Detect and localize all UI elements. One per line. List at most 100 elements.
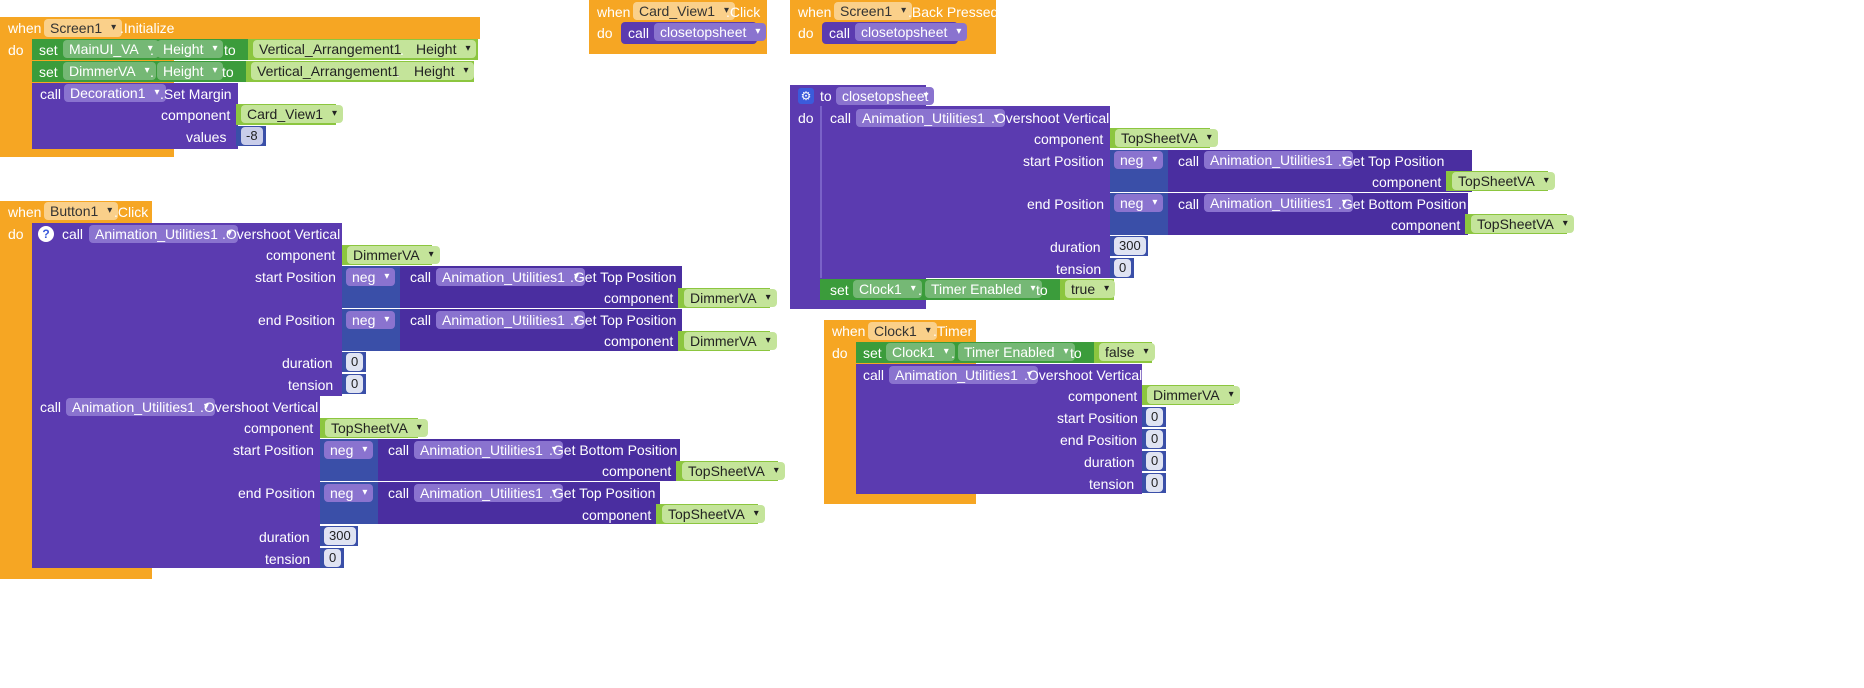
component-dropdown[interactable]: Animation_Utilities1 — [856, 109, 1005, 127]
number-value[interactable]: 300 — [324, 527, 356, 545]
component-dropdown[interactable]: Animation_Utilities1 — [1204, 194, 1353, 212]
property-dropdown[interactable]: Height — [157, 40, 224, 58]
set-keyword: set — [863, 345, 882, 361]
to-keyword: to — [224, 42, 236, 58]
set-keyword: set — [830, 282, 849, 298]
dot-sep: . — [150, 64, 154, 80]
component-dropdown[interactable]: TopSheetVA — [325, 419, 428, 437]
event-name: .Initialize — [120, 20, 175, 36]
property-dropdown[interactable]: Timer Enabled — [925, 280, 1042, 298]
component-dropdown[interactable]: Animation_Utilities1 — [436, 268, 585, 286]
component-dropdown[interactable]: TopSheetVA — [1471, 215, 1574, 233]
operator-dropdown[interactable]: neg — [346, 311, 396, 329]
do-keyword: do — [8, 42, 24, 58]
call-keyword: call — [40, 399, 62, 415]
param-label: component — [244, 420, 314, 436]
component-dropdown[interactable]: TopSheetVA — [1452, 172, 1555, 190]
when-keyword: when — [8, 20, 42, 36]
call-keyword: call — [829, 25, 851, 41]
boolean-dropdown[interactable]: false — [1099, 343, 1155, 361]
method-name: .Get Bottom Position — [549, 442, 678, 458]
param-label: component — [602, 463, 672, 479]
component-dropdown[interactable]: Button1 — [44, 202, 119, 220]
number-value[interactable]: 0 — [1146, 474, 1164, 492]
operator-dropdown[interactable]: neg — [1114, 194, 1164, 212]
call-keyword: call — [628, 25, 650, 41]
number-value[interactable]: 0 — [346, 375, 364, 393]
component-dropdown[interactable]: Screen1 — [834, 2, 913, 20]
number-value[interactable]: 0 — [1146, 430, 1164, 448]
component-dropdown[interactable]: DimmerVA — [684, 289, 777, 307]
number-value[interactable]: -8 — [241, 127, 263, 145]
component-dropdown[interactable]: Card_View1 — [633, 2, 736, 20]
component-dropdown[interactable]: Animation_Utilities1 — [436, 311, 585, 329]
help-icon[interactable]: ? — [38, 226, 54, 242]
call-overshoot-vertical-block[interactable] — [32, 223, 342, 396]
boolean-dropdown[interactable]: true — [1065, 280, 1116, 298]
component-dropdown[interactable]: DimmerVA — [347, 246, 440, 264]
number-value[interactable]: 0 — [1114, 259, 1132, 277]
when-keyword: when — [832, 323, 866, 339]
component-dropdown[interactable]: Screen1 — [44, 19, 123, 37]
component-dropdown[interactable]: TopSheetVA — [682, 462, 785, 480]
component-dropdown[interactable]: Animation_Utilities1 — [1204, 151, 1353, 169]
param-label: component — [604, 290, 674, 306]
component-dropdown[interactable]: Animation_Utilities1 — [414, 441, 563, 459]
call-keyword: call — [410, 269, 432, 285]
property-dropdown[interactable]: Height — [410, 40, 477, 58]
number-value[interactable]: 0 — [1146, 452, 1164, 470]
property-dropdown[interactable]: Height — [157, 62, 224, 80]
component-dropdown[interactable]: Animation_Utilities1 — [889, 366, 1038, 384]
component-dropdown[interactable]: DimmerVA — [684, 332, 777, 350]
component-dropdown[interactable]: Clock1 — [853, 280, 922, 298]
to-keyword: to — [820, 88, 832, 104]
number-value[interactable]: 0 — [324, 549, 342, 567]
method-name: .Overshoot Vertical — [1024, 367, 1143, 383]
component-dropdown[interactable]: TopSheetVA — [1115, 129, 1218, 147]
number-value[interactable]: 0 — [346, 353, 364, 371]
component-dropdown[interactable]: DimmerVA — [63, 62, 156, 80]
component-dropdown[interactable]: DimmerVA — [1147, 386, 1240, 404]
operator-dropdown[interactable]: neg — [324, 441, 374, 459]
param-label: component — [161, 107, 231, 123]
param-label: component — [1034, 131, 1104, 147]
component-dropdown[interactable]: Card_View1 — [241, 105, 344, 123]
component-dropdown[interactable]: Clock1 — [868, 322, 937, 340]
call-overshoot-vertical-block[interactable] — [32, 396, 320, 568]
component-dropdown[interactable]: Vertical_Arrangement1 — [251, 62, 420, 80]
component-dropdown[interactable]: Animation_Utilities1 — [414, 484, 563, 502]
when-keyword: when — [597, 4, 631, 20]
number-value[interactable]: 0 — [1146, 408, 1164, 426]
dot-sep: . — [396, 64, 400, 80]
dot-sep: . — [951, 345, 955, 361]
param-label: start Position — [255, 269, 336, 285]
component-dropdown[interactable]: Animation_Utilities1 — [66, 398, 215, 416]
call-keyword: call — [830, 110, 852, 126]
component-dropdown[interactable]: Vertical_Arrangement1 — [253, 40, 422, 58]
property-dropdown[interactable]: Timer Enabled — [958, 343, 1075, 361]
procedure-dropdown[interactable]: closetopsheet — [654, 23, 767, 41]
event-name: .Click — [726, 4, 761, 20]
call-overshoot-vertical-block[interactable] — [820, 106, 1110, 278]
do-keyword: do — [8, 226, 24, 242]
operator-dropdown[interactable]: neg — [346, 268, 396, 286]
to-keyword: to — [1036, 282, 1048, 298]
set-keyword: set — [39, 64, 58, 80]
operator-dropdown[interactable]: neg — [1114, 151, 1164, 169]
component-dropdown[interactable]: TopSheetVA — [662, 505, 765, 523]
call-keyword: call — [863, 367, 885, 383]
component-dropdown[interactable]: MainUI_VA — [63, 40, 159, 58]
param-label: start Position — [1023, 153, 1104, 169]
set-keyword: set — [39, 42, 58, 58]
procedure-dropdown[interactable]: closetopsheet — [855, 23, 968, 41]
procedure-name-field[interactable]: closetopsheet — [836, 87, 935, 105]
component-dropdown[interactable]: Decoration1 — [64, 84, 166, 102]
gear-icon[interactable]: ⚙ — [798, 88, 814, 104]
property-dropdown[interactable]: Height — [408, 62, 475, 80]
component-dropdown[interactable]: Clock1 — [886, 343, 955, 361]
when-keyword: when — [798, 4, 832, 20]
call-overshoot-vertical-block[interactable] — [856, 364, 1142, 494]
number-value[interactable]: 300 — [1114, 237, 1146, 255]
component-dropdown[interactable]: Animation_Utilities1 — [89, 225, 238, 243]
operator-dropdown[interactable]: neg — [324, 484, 374, 502]
